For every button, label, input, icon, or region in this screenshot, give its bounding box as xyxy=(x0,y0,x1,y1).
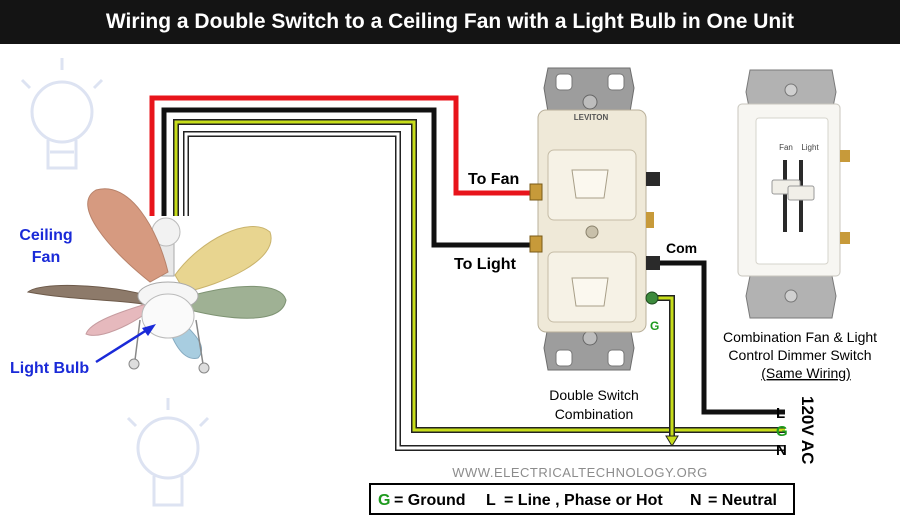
bulb-watermark-icon xyxy=(20,58,104,170)
dimmer-fan-text: Fan xyxy=(779,143,793,152)
double-switch xyxy=(529,67,660,371)
bulb-watermark-icon xyxy=(126,398,210,507)
to-fan-label: To Fan xyxy=(468,171,519,188)
line-N-label: N xyxy=(776,442,787,459)
ceiling-fan xyxy=(26,188,287,374)
legend-neutral-key: N xyxy=(690,492,702,509)
ground-wire xyxy=(174,120,785,432)
ceiling-fan-label-line1: Ceiling xyxy=(19,227,72,244)
line-wire xyxy=(660,260,785,415)
switch-ground-wire xyxy=(655,296,674,436)
switch-brand-text: LEVITON xyxy=(574,113,609,122)
page-title: Wiring a Double Switch to a Ceiling Fan … xyxy=(0,0,900,44)
legend-line-key: L xyxy=(486,492,496,509)
legend-ground-text: = Ground xyxy=(394,492,466,509)
fan-hot-wire xyxy=(149,95,532,216)
legend-line-text: = Line , Phase or Hot xyxy=(504,492,663,509)
ceiling-fan-label-line2: Fan xyxy=(32,249,60,266)
neutral-wire xyxy=(184,132,785,450)
double-switch-caption-line1: Double Switch xyxy=(549,387,639,403)
dimmer-caption-line1: Combination Fan & Light xyxy=(723,329,877,345)
light-hot-wire xyxy=(161,107,532,248)
supply-voltage-label: 120V AC xyxy=(798,396,817,464)
dimmer-light-text: Light xyxy=(801,143,819,152)
legend-neutral-text: = Neutral xyxy=(708,492,777,509)
legend-ground-key: G xyxy=(378,492,390,509)
line-L-label: L xyxy=(776,405,785,422)
light-bulb-label: Light Bulb xyxy=(10,360,89,377)
legend-box xyxy=(369,483,795,515)
website-text: WWW.ELECTRICALTECHNOLOGY.ORG xyxy=(452,465,708,480)
dimmer-caption-line2: Control Dimmer Switch xyxy=(728,347,871,363)
com-label: Com xyxy=(666,240,697,256)
dimmer-switch xyxy=(737,69,850,319)
light-bulb-arrow xyxy=(95,326,151,364)
ground-terminal-label: G xyxy=(650,319,659,333)
dimmer-caption-line3: (Same Wiring) xyxy=(761,365,850,381)
to-light-label: To Light xyxy=(454,256,517,273)
line-G-label: G xyxy=(776,423,788,440)
double-switch-caption-line2: Combination xyxy=(555,406,634,422)
